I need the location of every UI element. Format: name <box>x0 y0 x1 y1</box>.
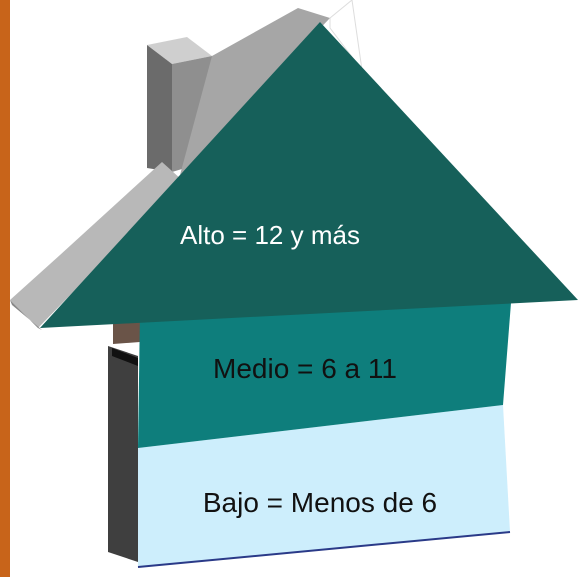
level-alto-label: Alto = 12 y más <box>180 220 360 250</box>
level-bajo-label: Bajo = Menos de 6 <box>202 487 438 518</box>
wall-shadow <box>108 346 138 562</box>
chimney-front <box>147 45 172 172</box>
chimney-top <box>147 37 212 64</box>
wall-shadow-edge <box>112 348 138 366</box>
left-border <box>0 0 10 577</box>
level-medio-label: Medio = 6 a 11 <box>213 353 397 384</box>
level-medio-fill <box>138 290 512 448</box>
roof-left-slab <box>10 162 182 328</box>
wall-shadow-top <box>113 320 140 344</box>
level-bajo-bottom-edge <box>137 531 511 568</box>
level-bajo-fill <box>138 405 510 567</box>
roof-back-side <box>180 8 330 175</box>
level-alto-roof <box>40 22 578 328</box>
